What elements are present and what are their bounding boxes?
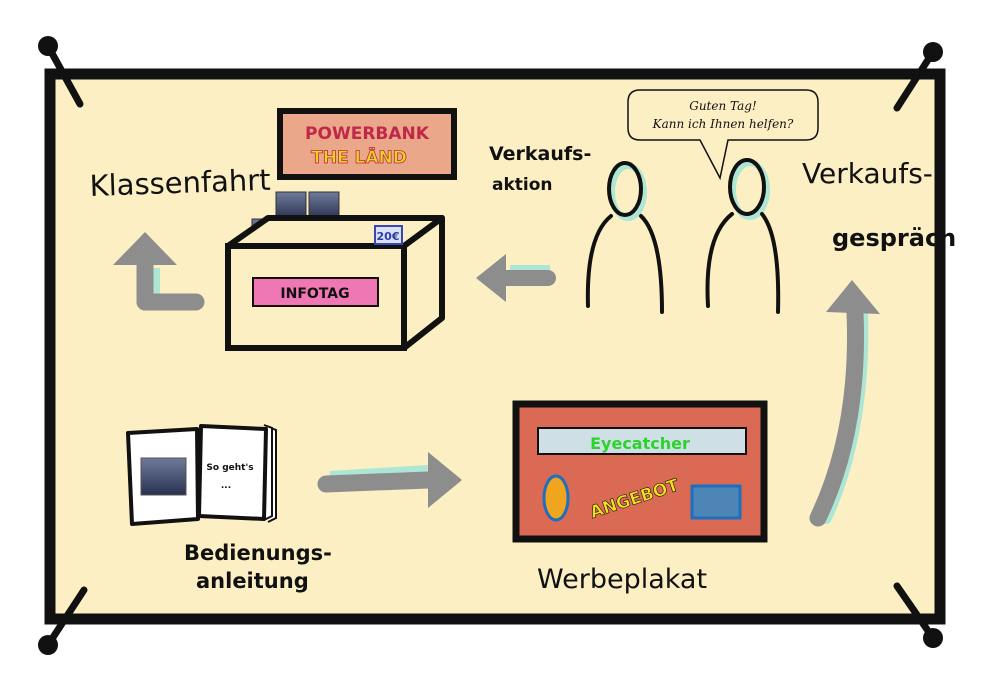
booklet-text2: ...	[221, 481, 231, 491]
svg-text:gespräch: gespräch	[832, 224, 956, 252]
svg-text:anleitung: anleitung	[196, 569, 309, 593]
arrow-to-poster	[317, 452, 462, 508]
eyecatcher-text: Eyecatcher	[590, 434, 690, 453]
arrow-to-stand	[476, 254, 556, 302]
infotag-banner-text: INFOTAG	[280, 286, 349, 302]
arrow-to-klassenfahrt	[113, 232, 205, 311]
board-background	[50, 74, 940, 619]
infotag-banner	[252, 277, 379, 307]
svg-text:Verkaufs-: Verkaufs-	[802, 157, 933, 190]
poster-image-box	[690, 484, 742, 520]
powerbank-sign-line2: THE LÄND	[311, 146, 407, 168]
pin-top-right	[893, 42, 943, 112]
powerbank-sign-line1: POWERBANK	[305, 124, 430, 144]
eyecatcher-bar	[537, 427, 747, 455]
svg-text:Verkaufs-: Verkaufs-	[489, 143, 591, 165]
person-left	[585, 161, 664, 314]
price-tag-text: 20€	[377, 230, 400, 243]
powerbank-sign: POWERBANK THE LÄND	[277, 108, 457, 180]
booklet-powerbank-image	[140, 457, 187, 496]
sales-stand: 20€ INFOTAG	[225, 215, 445, 351]
poster-oval	[542, 474, 570, 522]
label-verkaufsaktion: Verkaufs- aktion	[489, 143, 591, 195]
advertising-poster: Eyecatcher ANGEBOT	[512, 400, 768, 543]
booklet-text1: So geht's	[206, 463, 253, 473]
instruction-booklet: So geht's ...	[126, 424, 277, 526]
label-bedienungsanleitung: Bedienungs- anleitung	[184, 541, 332, 593]
pin-bottom-left	[38, 586, 88, 655]
label-verkaufsgespraech: Verkaufs- gespräch	[802, 157, 956, 252]
label-werbeplakat: Werbeplakat	[537, 564, 707, 595]
speech-bubble-line1: Guten Tag!	[689, 99, 757, 113]
speech-bubble: Guten Tag! Kann ich Ihnen helfen?	[627, 89, 819, 181]
speech-bubble-line2: Kann ich Ihnen helfen?	[652, 117, 794, 131]
pin-bottom-right	[893, 582, 943, 648]
pin-top-left	[38, 36, 84, 108]
arrow-to-verkaufsgespraech	[809, 280, 880, 527]
person-right	[705, 158, 781, 314]
label-klassenfahrt: Klassenfahrt	[89, 163, 271, 203]
svg-text:Bedienungs-: Bedienungs-	[184, 541, 332, 565]
svg-text:aktion: aktion	[492, 175, 553, 195]
board-frame	[44, 68, 946, 625]
price-tag	[374, 225, 403, 245]
